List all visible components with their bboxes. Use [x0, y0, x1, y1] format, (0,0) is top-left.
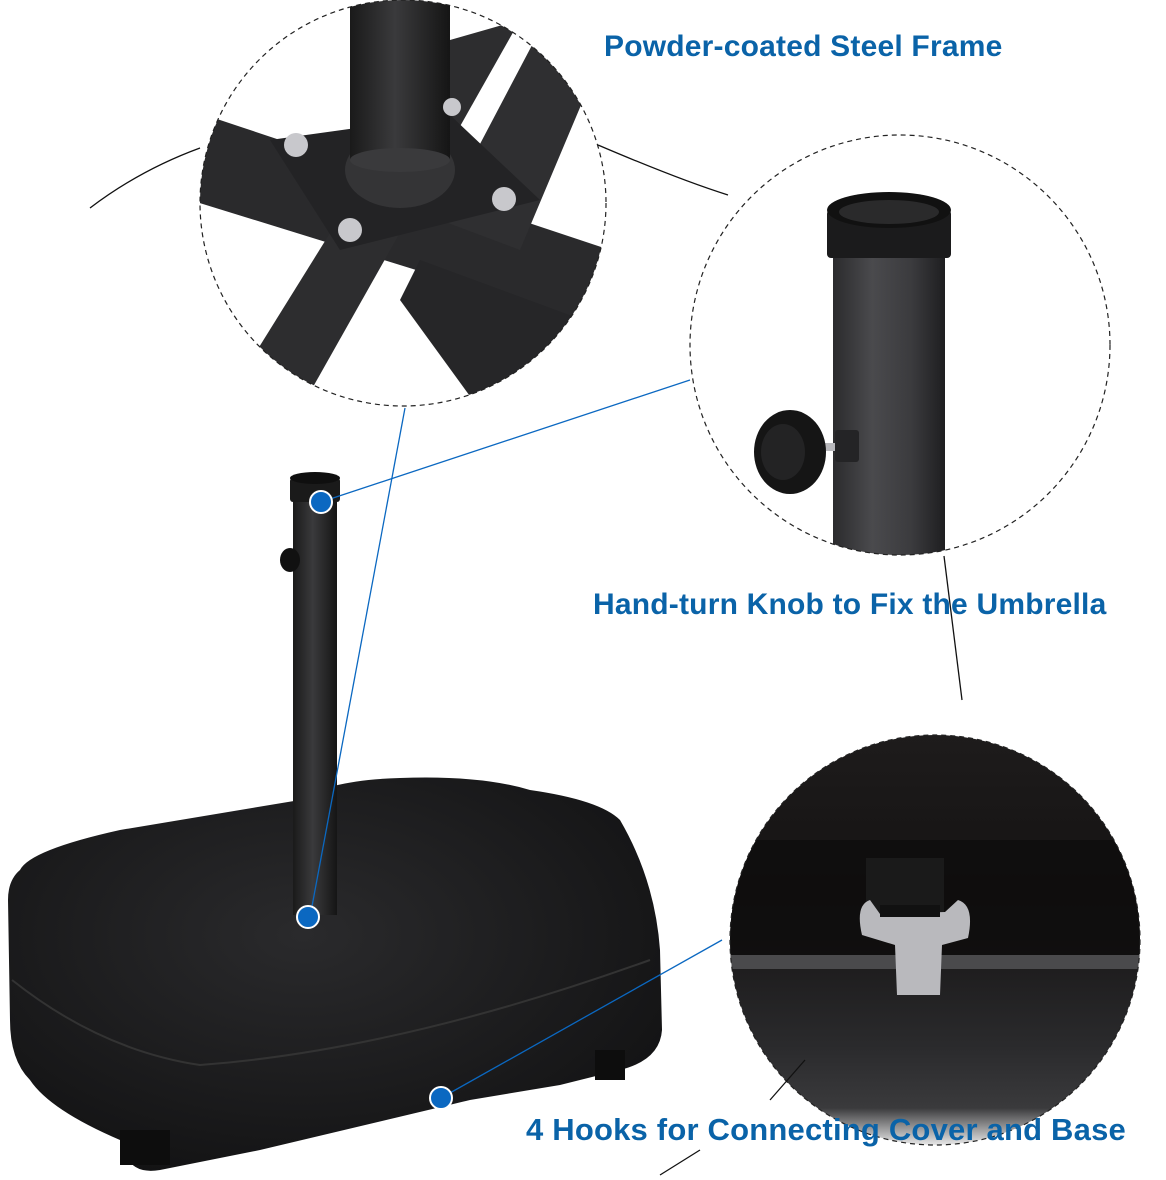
callout-dots: [296, 490, 453, 1110]
callout-dot-pole-base: [296, 905, 320, 929]
callout-dot-base-side: [429, 1086, 453, 1110]
feature-label-frame: Powder-coated Steel Frame: [604, 30, 1003, 63]
feature-label-hooks: 4 Hooks for Connecting Cover and Base: [526, 1112, 1126, 1147]
feature-label-knob: Hand-turn Knob to Fix the Umbrella: [593, 588, 1107, 621]
frame-detail-circle: [199, 0, 607, 407]
callout-dot-pole-top: [309, 490, 333, 514]
umbrella-base-product: [8, 472, 662, 1171]
hook-detail-circle: [729, 734, 1141, 1146]
knob-detail-circle: [689, 134, 1111, 556]
callout-lines: [89, 144, 963, 1176]
